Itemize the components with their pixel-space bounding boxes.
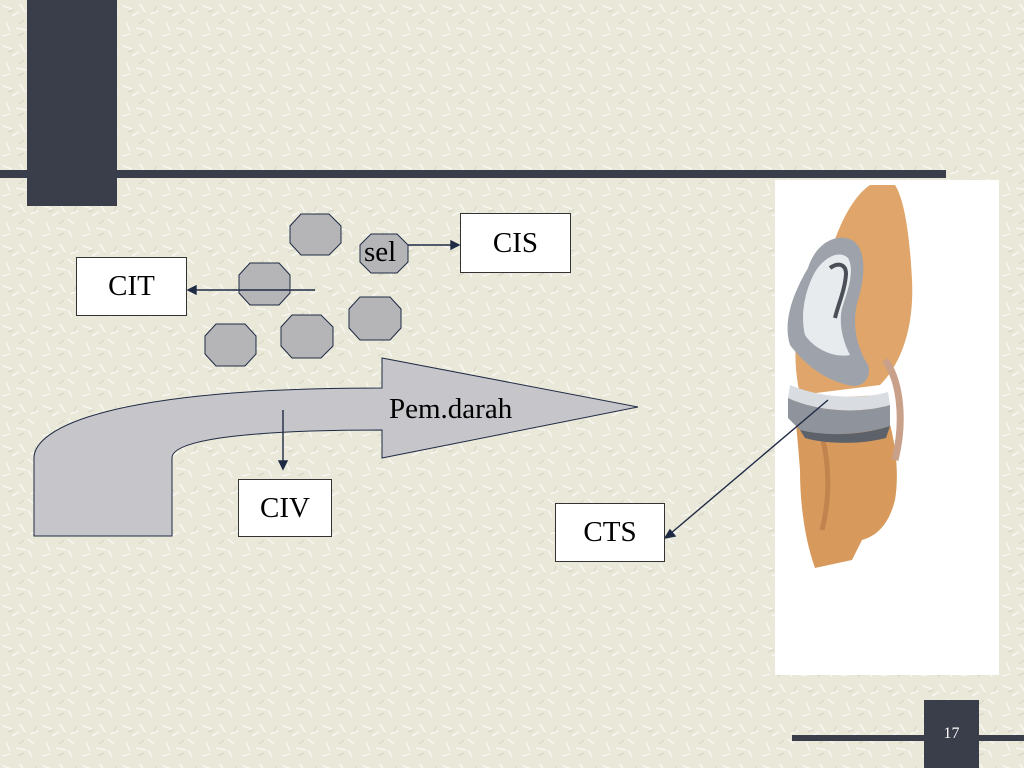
arrowhead-cis [450, 239, 461, 251]
header-block [27, 0, 117, 206]
footer-rule [792, 735, 1024, 741]
header-rule [0, 170, 946, 178]
label-flow: Pem.darah [389, 393, 513, 425]
arrowhead-cts [663, 528, 677, 540]
label-cit: CIT [108, 270, 155, 302]
cell-octagon-6 [204, 323, 257, 367]
label-box-cts: CTS [555, 503, 665, 562]
label-cis: CIS [492, 226, 539, 259]
cell-octagon-2 [359, 233, 409, 274]
label-civ: CIV [260, 491, 310, 524]
knee-implant-drawing [787, 185, 913, 568]
blood-flow-arrow [33, 357, 639, 537]
label-box-cis: CIS [460, 213, 571, 273]
label-sel: sel [364, 236, 397, 268]
arrowhead-cit [186, 284, 197, 296]
cell-octagon-5 [280, 314, 334, 359]
page-number: 17 [924, 700, 979, 768]
label-box-civ: CIV [238, 479, 332, 537]
arrowhead-civ [277, 460, 289, 471]
label-box-cit: CIT [76, 257, 187, 316]
cell-octagon-4 [348, 296, 402, 341]
arrow-to-cts [669, 399, 829, 535]
cell-octagon-1 [289, 213, 342, 256]
label-cts: CTS [583, 516, 637, 548]
cell-octagon-3 [238, 262, 291, 306]
connectors [186, 239, 829, 540]
